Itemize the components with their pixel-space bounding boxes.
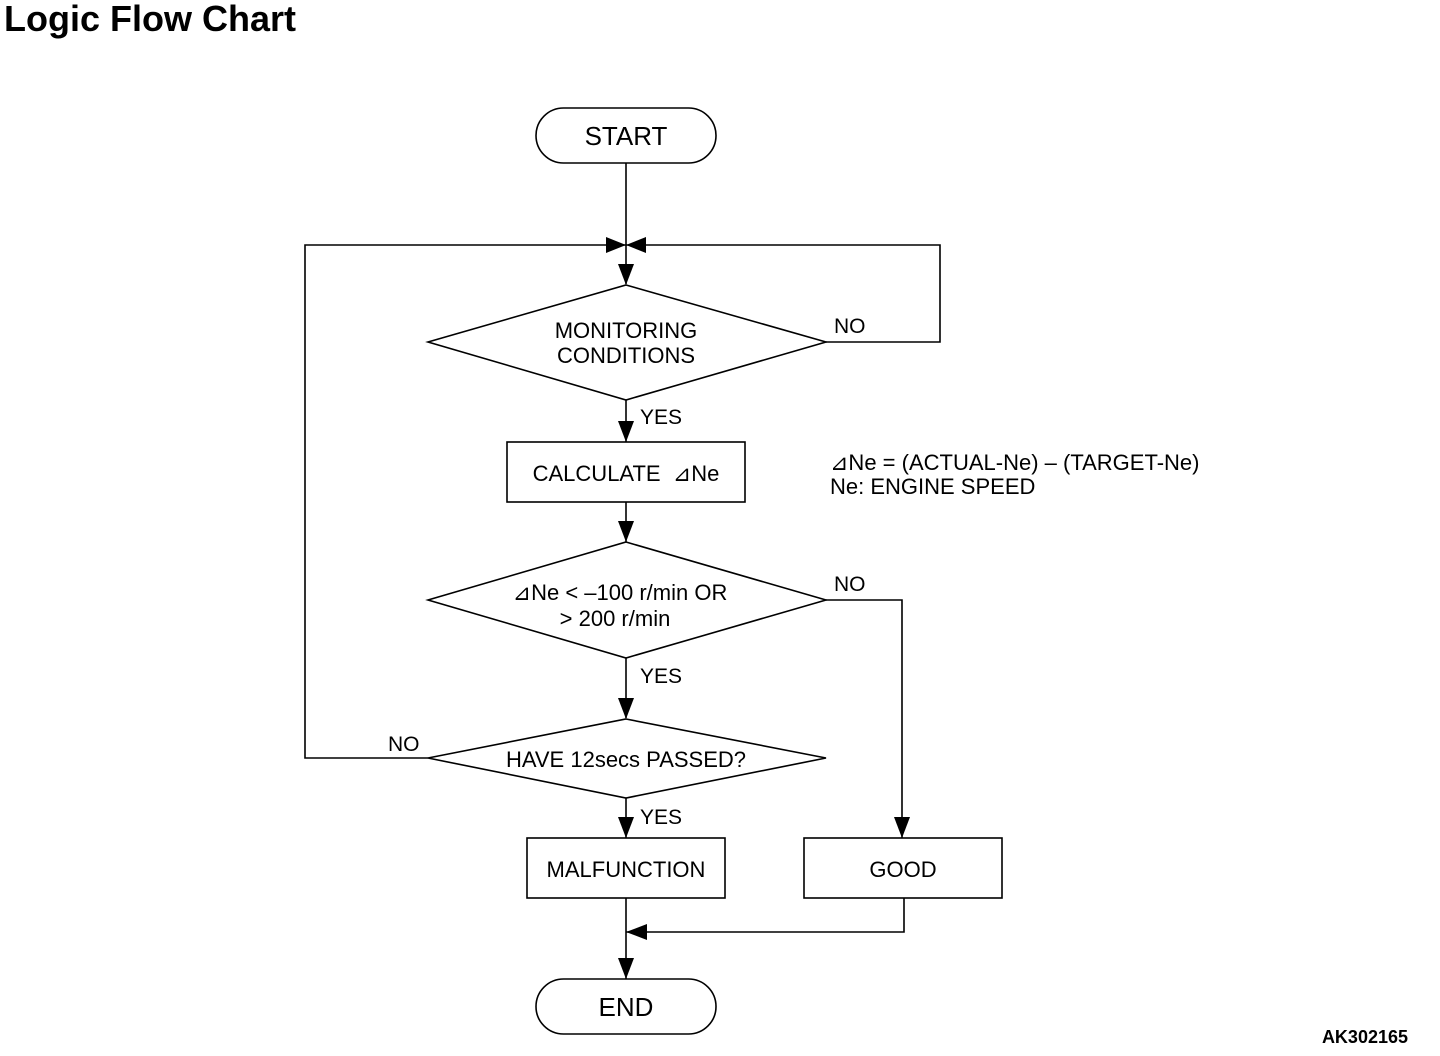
threshold-decision: ⊿Ne < –100 r/min OR > 200 r/min — [425, 541, 829, 659]
connector-good-to-join — [626, 898, 905, 933]
arrowhead-right-loop-in — [626, 237, 646, 253]
arrowhead-left-loop-in — [606, 237, 626, 253]
connectors — [304, 163, 941, 979]
formula-line: ⊿Ne = (ACTUAL-Ne) – (TARGET-Ne) — [830, 450, 1199, 475]
calculate-process-shape — [506, 441, 746, 503]
engine-speed-definition: Ne: ENGINE SPEED — [830, 474, 1035, 499]
threshold-yes-label: YES — [640, 665, 682, 688]
time-no-label: NO — [388, 733, 420, 756]
arrowhead-into-time-check — [618, 698, 634, 719]
threshold-no-label: NO — [834, 573, 866, 596]
monitoring-label-line2: CONDITIONS — [557, 343, 695, 368]
good-label: GOOD — [869, 857, 936, 882]
good-process: GOOD — [803, 837, 1003, 899]
time-check-label: HAVE 12secs PASSED? — [506, 747, 746, 772]
arrowhead-join-from-good — [626, 924, 647, 940]
end-terminal: END — [535, 978, 717, 1035]
malfunction-process-shape — [526, 837, 726, 899]
end-label: END — [599, 992, 654, 1022]
threshold-label-line1: ⊿Ne < –100 r/min OR — [513, 580, 728, 605]
arrowhead-into-good — [894, 817, 910, 838]
monitoring-yes-label: YES — [640, 406, 682, 429]
arrowheads — [606, 237, 910, 979]
time-yes-label: YES — [640, 806, 682, 829]
arrowhead-into-monitoring — [618, 264, 634, 285]
calculate-process: CALCULATE ⊿Ne — [506, 441, 746, 503]
monitoring-decision: MONITORING CONDITIONS — [425, 284, 829, 401]
arrowhead-into-end — [618, 958, 634, 979]
figure-id: AK302165 — [1321, 1027, 1408, 1047]
monitoring-decision-shape — [425, 284, 829, 401]
calculate-label: CALCULATE ⊿Ne — [533, 461, 720, 486]
start-label: START — [585, 121, 668, 151]
start-terminal: START — [535, 107, 717, 164]
time-check-decision-shape — [427, 718, 827, 799]
formula-note: ⊿Ne = (ACTUAL-Ne) – (TARGET-Ne) Ne: ENGI… — [830, 450, 1199, 499]
connector-monitoring-no-loop — [626, 244, 941, 343]
edge-labels: NO YES NO YES NO YES — [388, 315, 866, 829]
good-process-shape — [803, 837, 1003, 899]
malfunction-process: MALFUNCTION — [526, 837, 726, 899]
arrowhead-into-malfunction — [618, 817, 634, 838]
arrowhead-into-calculate — [618, 421, 634, 442]
end-terminal-shape — [535, 978, 717, 1035]
time-check-decision: HAVE 12secs PASSED? — [427, 718, 827, 799]
monitoring-no-label: NO — [834, 315, 866, 338]
connector-time-no-loop — [304, 244, 626, 759]
arrowhead-into-threshold — [618, 521, 634, 542]
page-title: Logic Flow Chart — [4, 0, 296, 39]
monitoring-label-line1: MONITORING — [555, 318, 698, 343]
connector-threshold-no — [826, 599, 903, 838]
threshold-decision-shape — [425, 541, 829, 659]
threshold-label-line2: > 200 r/min — [560, 606, 671, 631]
malfunction-label: MALFUNCTION — [547, 857, 706, 882]
start-terminal-shape — [535, 107, 717, 164]
